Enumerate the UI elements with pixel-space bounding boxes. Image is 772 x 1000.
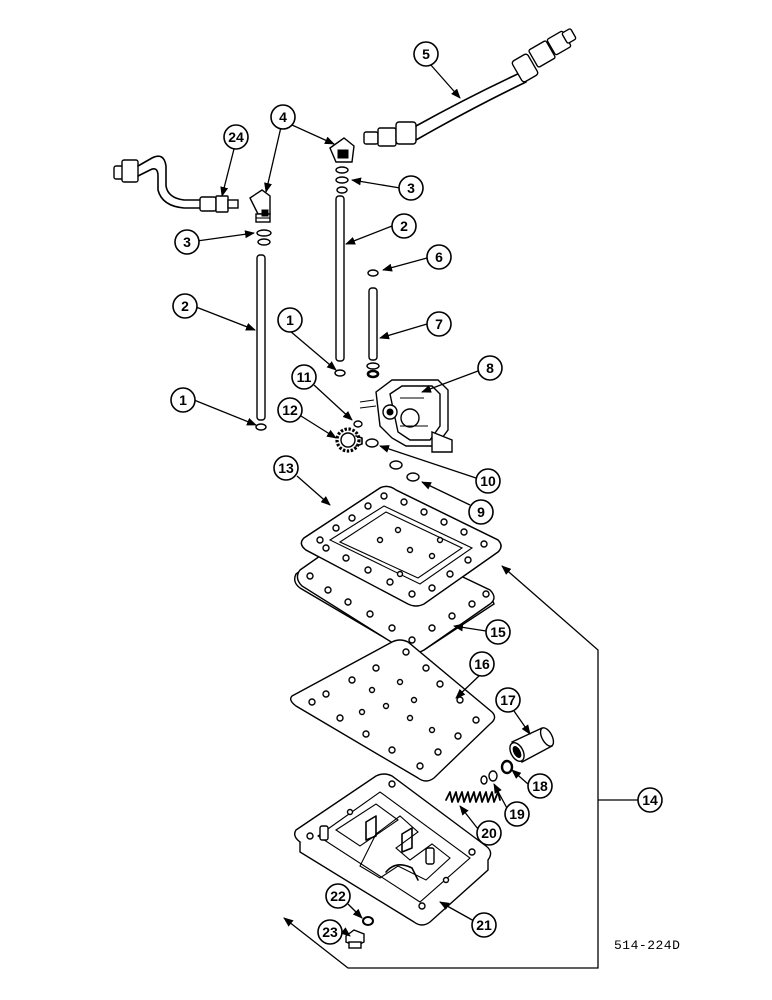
gasket-plate-15 — [293, 485, 502, 655]
callout-17: 17 — [495, 687, 521, 713]
svg-text:12: 12 — [282, 402, 298, 418]
elbow-fitting-middle — [329, 137, 355, 194]
svg-text:18: 18 — [532, 778, 548, 794]
svg-text:8: 8 — [486, 360, 494, 376]
valve-body-21 — [293, 773, 492, 926]
svg-text:3: 3 — [407, 180, 415, 196]
drive-gear — [335, 427, 363, 453]
assembly-bracket-leader — [501, 565, 599, 800]
callout-14: 14 — [637, 787, 663, 813]
callout-16: 16 — [469, 651, 495, 677]
callout-23: 23 — [317, 919, 343, 945]
seal-ring-11 — [353, 420, 363, 428]
svg-text:24: 24 — [228, 129, 244, 145]
figure-reference-number: 514-224D — [614, 938, 681, 953]
pipe-assembly-left — [113, 155, 239, 213]
callout-21: 21 — [471, 912, 497, 938]
tube-middle — [334, 195, 346, 377]
svg-text:7: 7 — [435, 316, 443, 332]
washers-9 — [389, 460, 420, 482]
seal-ring-10 — [365, 438, 379, 448]
callout-3a: 3 — [174, 229, 200, 255]
hose-right — [363, 28, 577, 147]
svg-text:19: 19 — [509, 806, 525, 822]
assembly-bracket-leader-lower — [283, 800, 599, 969]
svg-text:11: 11 — [297, 369, 312, 385]
callout-8: 8 — [477, 355, 503, 381]
callout-1a: 1 — [170, 387, 196, 413]
callout-5: 5 — [413, 41, 439, 67]
leader-lines — [193, 63, 531, 937]
svg-text:3: 3 — [183, 234, 191, 250]
svg-text:10: 10 — [480, 473, 496, 489]
svg-text:6: 6 — [435, 249, 443, 265]
tube-left — [255, 254, 267, 431]
callout-2b: 2 — [391, 213, 417, 239]
callout-2a: 2 — [172, 293, 198, 319]
tube-right — [366, 269, 380, 379]
svg-text:20: 20 — [481, 825, 497, 841]
svg-text:13: 13 — [278, 460, 294, 476]
svg-text:15: 15 — [490, 624, 506, 640]
svg-text:23: 23 — [322, 924, 338, 940]
svg-text:1: 1 — [286, 312, 294, 328]
callout-22: 22 — [325, 883, 351, 909]
svg-text:4: 4 — [279, 109, 287, 125]
svg-text:2: 2 — [181, 298, 189, 314]
washer-22 — [362, 916, 374, 926]
spring-20 — [445, 791, 501, 803]
svg-text:16: 16 — [474, 656, 490, 672]
callout-15: 15 — [485, 619, 511, 645]
svg-text:22: 22 — [330, 888, 346, 904]
callout-7: 7 — [426, 311, 452, 337]
svg-text:21: 21 — [476, 917, 492, 933]
callout-3b: 3 — [398, 175, 424, 201]
callout-10: 10 — [475, 468, 501, 494]
seal-rings-left — [256, 229, 272, 246]
callout-18: 18 — [527, 773, 553, 799]
svg-text:17: 17 — [500, 692, 516, 708]
callout-11: 11 — [291, 364, 317, 390]
callout-19: 19 — [504, 801, 530, 827]
separator-plate-16 — [289, 639, 496, 782]
callout-1b: 1 — [277, 307, 303, 333]
elbow-fitting-left — [249, 189, 271, 223]
callout-24: 24 — [223, 124, 249, 150]
svg-text:1: 1 — [179, 392, 187, 408]
check-ball-19 — [480, 770, 498, 785]
valve-block — [359, 379, 453, 453]
o-ring-18 — [500, 759, 514, 775]
plug-23 — [345, 929, 365, 949]
callout-13: 13 — [273, 455, 299, 481]
callout-6: 6 — [426, 244, 452, 270]
callout-9: 9 — [468, 499, 494, 525]
svg-text:5: 5 — [422, 46, 430, 62]
svg-text:2: 2 — [400, 218, 408, 234]
svg-text:14: 14 — [642, 792, 658, 808]
callout-12: 12 — [277, 397, 303, 423]
callout-4: 4 — [270, 104, 296, 130]
svg-text:9: 9 — [477, 504, 485, 520]
valve-sleeve-17 — [509, 727, 555, 763]
callout-20: 20 — [476, 820, 502, 846]
